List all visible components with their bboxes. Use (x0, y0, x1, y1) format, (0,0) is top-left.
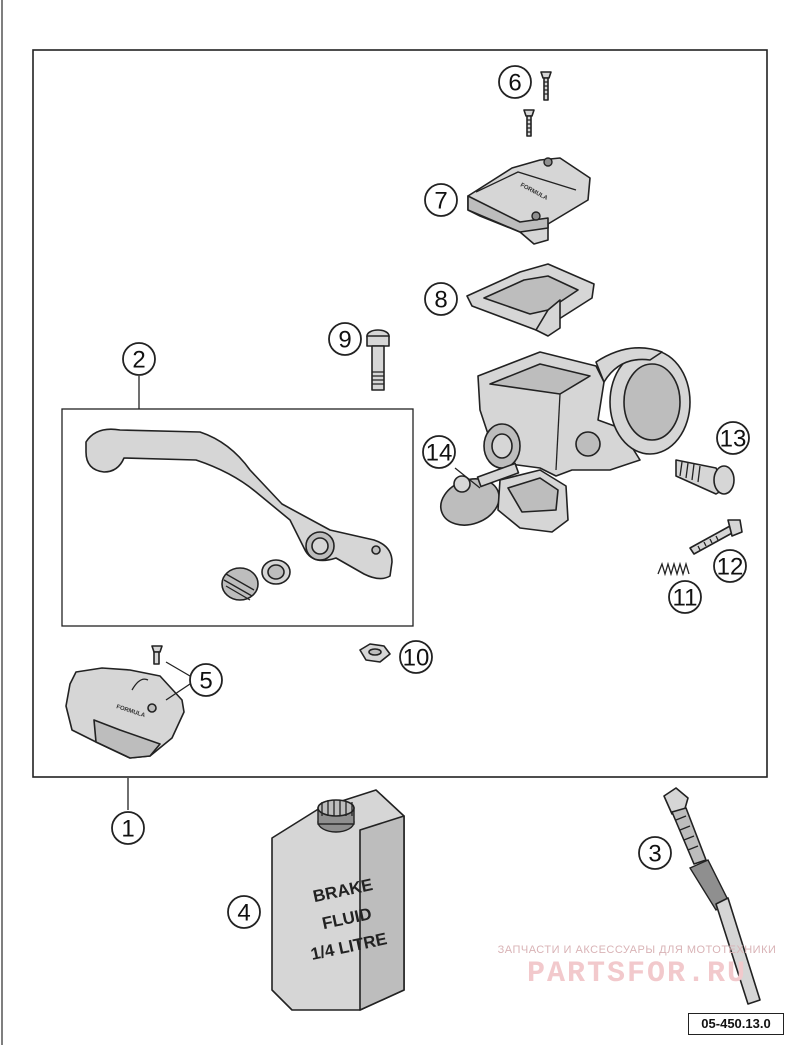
hose-part-3 (663, 787, 761, 1005)
svg-text:12: 12 (717, 554, 744, 581)
watermark-tagline: ЗАПЧАСТИ И АКСЕССУАРЫ ДЛЯ МОТОТЕХНИКИ (497, 944, 777, 956)
svg-text:14: 14 (426, 440, 453, 467)
svg-text:9: 9 (338, 327, 351, 354)
svg-text:1: 1 (121, 816, 134, 843)
svg-text:2: 2 (132, 347, 145, 374)
svg-text:5: 5 (199, 668, 212, 695)
callout-6: 6 (498, 65, 532, 99)
callout-1: 1 (111, 811, 145, 845)
spring-part-11 (657, 561, 690, 577)
callout-9: 9 (328, 322, 362, 356)
lever-frame (61, 408, 414, 627)
callout-10: 10 (399, 640, 433, 674)
callout-5: 5 (189, 663, 223, 697)
callout-12: 12 (713, 549, 747, 583)
svg-text:6: 6 (508, 70, 521, 97)
callout-8: 8 (424, 282, 458, 316)
callout-4: 4 (227, 895, 261, 929)
nut-part-10 (359, 643, 391, 663)
svg-text:10: 10 (403, 645, 430, 672)
leader-lines (127, 376, 481, 810)
brake-fluid-bottle-part-4: BRAKE FLUID 1/4 LITRE (271, 789, 405, 1011)
adjuster-part-13 (675, 459, 735, 495)
callout-3: 3 (638, 836, 672, 870)
callout-13: 13 (716, 421, 750, 455)
svg-text:4: 4 (237, 900, 250, 927)
watermark: ЗАПЧАСТИ И АКСЕССУАРЫ ДЛЯ МОТОТЕХНИКИ PA… (487, 944, 787, 992)
screw-part-6 (523, 71, 552, 137)
callout-14: 14 (422, 435, 456, 469)
callout-11: 11 (668, 580, 702, 614)
watermark-brand: PARTSFOR.RU (526, 957, 748, 991)
callout-7: 7 (424, 183, 458, 217)
gasket-part-8 (466, 263, 595, 337)
reservoir-cover-part-7: FORMULA (467, 157, 591, 245)
bolt-part-12 (689, 519, 743, 555)
bolt-part-9 (366, 329, 390, 391)
svg-text:3: 3 (648, 841, 661, 868)
svg-text:11: 11 (673, 585, 698, 612)
lever-guard-part-5: FORMULA (65, 645, 185, 759)
svg-text:7: 7 (434, 188, 447, 215)
master-cylinder-body (440, 346, 691, 533)
assembly-frame (32, 49, 768, 778)
svg-text:13: 13 (720, 426, 747, 453)
callout-2: 2 (122, 342, 156, 376)
svg-text:8: 8 (434, 287, 447, 314)
reference-code: 05-450.13.0 (688, 1013, 784, 1035)
lever-part-2 (85, 428, 393, 601)
